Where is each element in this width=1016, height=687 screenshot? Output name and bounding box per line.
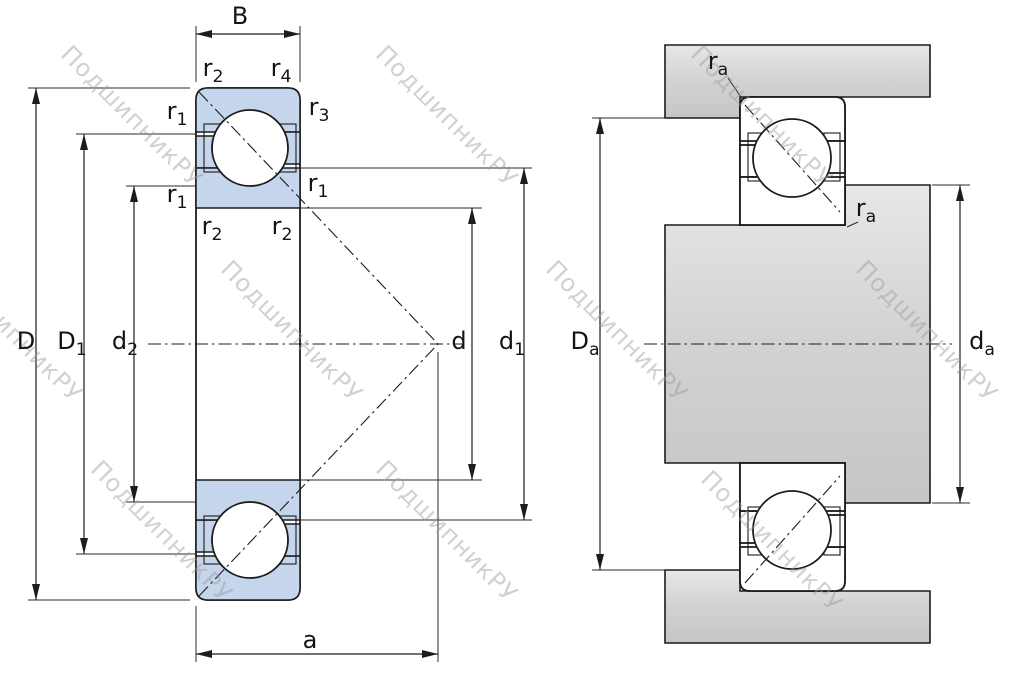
ball-upper: [211, 109, 289, 187]
contact-line-lower: [198, 343, 439, 597]
mounted-contact-line-upper: [744, 104, 841, 213]
left-view-dimensions: [28, 26, 532, 662]
mounted-contact-line-lower: [744, 475, 841, 584]
contact-line-upper: [198, 91, 439, 345]
right-view-dimensions: [592, 117, 970, 571]
leader-ra-top: [727, 77, 744, 101]
leader-ra-side: [846, 221, 859, 228]
ball-lower: [211, 501, 289, 579]
right-mounted-arrangement: [644, 44, 952, 644]
inner-ring-upper: [195, 167, 301, 209]
left-bearing-section: [148, 87, 462, 601]
